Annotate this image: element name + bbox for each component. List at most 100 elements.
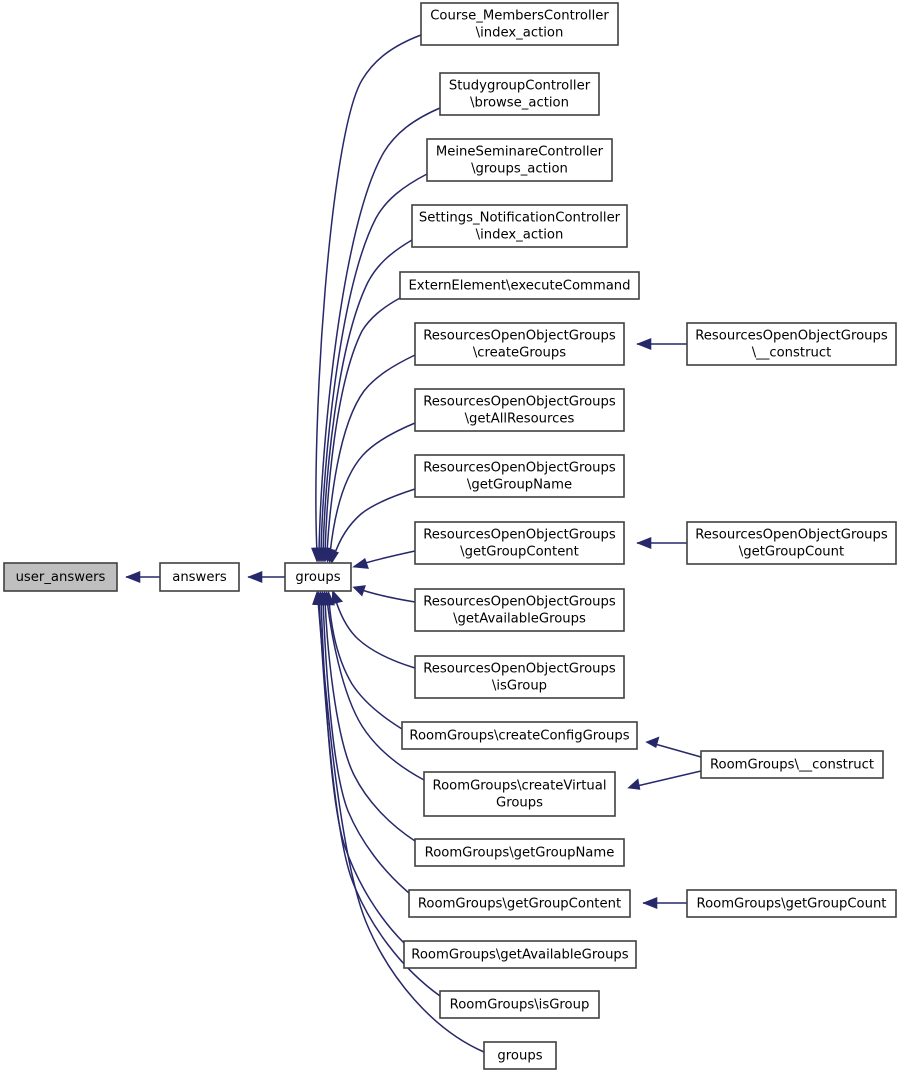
node-rect[interactable] — [414, 454, 625, 498]
edge-roog_get_group_count-to-roog_get_group_content — [636, 537, 687, 549]
edge-line — [654, 743, 702, 758]
node-rect[interactable] — [414, 388, 625, 432]
node-label: RoomGroups\getGroupContent — [418, 897, 621, 912]
node-roog_is_group[interactable]: ResourcesOpenObjectGroups \isGroup — [414, 655, 625, 699]
edge-line — [361, 589, 416, 603]
node-label: RoomGroups\getGroupName — [425, 846, 615, 861]
node-settings_notification_index[interactable]: Settings_NotificationController\index_ac… — [411, 204, 628, 248]
node-label: RoomGroups\isGroup — [450, 998, 590, 1013]
node-rect[interactable] — [686, 322, 897, 366]
node-label: \getGroupName — [467, 478, 572, 493]
node-roog_get_all_resources[interactable]: ResourcesOpenObjectGroups\getAllResource… — [414, 388, 625, 432]
node-rg_is_group[interactable]: RoomGroups\isGroup — [439, 990, 600, 1019]
node-roog_get_group_name[interactable]: ResourcesOpenObjectGroups\getGroupName — [414, 454, 625, 498]
edge-rg_get_group_count-to-rg_get_group_content — [642, 897, 687, 909]
node-label: \__construct — [752, 346, 832, 361]
node-groups_center[interactable]: groups — [284, 562, 352, 592]
node-rect[interactable] — [414, 588, 625, 632]
node-rg_create_config_groups[interactable]: RoomGroups\createConfigGroups — [401, 721, 638, 750]
node-label: \groups_action — [471, 162, 568, 177]
node-rect[interactable] — [414, 521, 625, 565]
edge-line — [334, 597, 416, 669]
node-roog_construct[interactable]: ResourcesOpenObjectGroups\__construct — [686, 322, 897, 366]
node-rg_get_group_content[interactable]: RoomGroups\getGroupContent — [408, 889, 631, 918]
edge-line — [326, 599, 425, 781]
node-rect[interactable] — [423, 771, 616, 817]
edge-line — [333, 488, 416, 557]
node-rect[interactable] — [686, 889, 897, 918]
arrowhead-icon — [642, 897, 658, 909]
node-label: ExternElement\executeCommand — [408, 279, 630, 294]
node-label: Settings_NotificationController — [419, 211, 621, 226]
node-extern_element_execute[interactable]: ExternElement\executeCommand — [399, 271, 640, 300]
node-answers[interactable]: answers — [159, 562, 240, 592]
node-rg_get_available_groups[interactable]: RoomGroups\getAvailableGroups — [403, 940, 637, 969]
node-user_answers[interactable]: user_answers — [3, 562, 118, 592]
node-rect[interactable] — [414, 322, 625, 366]
edge-line — [318, 107, 441, 554]
node-rect[interactable] — [439, 990, 600, 1019]
node-label: StudygroupController — [449, 79, 591, 94]
edge-line — [317, 599, 485, 1053]
edge-rg_get_group_name-to-groups_center — [319, 590, 416, 842]
node-label: groups — [497, 1049, 542, 1064]
node-rect[interactable] — [439, 72, 600, 116]
node-rect[interactable] — [426, 138, 613, 182]
node-rect[interactable] — [411, 204, 628, 248]
node-label: RoomGroups\createVirtual — [433, 779, 607, 794]
node-meine_seminare_groups[interactable]: MeineSeminareController \groups_action — [426, 138, 613, 182]
node-label: MeineSeminareController — [436, 145, 604, 160]
arrowhead-icon — [636, 537, 652, 549]
node-rg_construct[interactable]: RoomGroups\__construct — [700, 750, 884, 779]
edge-settings_notification_index-to-groups_center — [317, 239, 413, 563]
node-roog_get_group_content[interactable]: ResourcesOpenObjectGroups\getGroupConten… — [414, 521, 625, 565]
node-label: \index_action — [476, 26, 564, 41]
arrowhead-icon — [247, 571, 263, 583]
edge-rg_construct-to-rg_create_config_groups — [645, 736, 702, 758]
arrowhead-icon — [327, 549, 339, 565]
edge-line — [328, 599, 403, 730]
edge-roog_get_group_content-to-groups_center — [352, 550, 416, 569]
node-rect[interactable] — [284, 562, 352, 592]
node-rg_get_group_count[interactable]: RoomGroups\getGroupCount — [686, 889, 897, 918]
node-label: ResourcesOpenObjectGroups — [423, 395, 616, 410]
edge-line — [324, 297, 401, 554]
node-groups_leaf[interactable]: groups — [483, 1041, 557, 1070]
node-label: ResourcesOpenObjectGroups — [423, 662, 616, 677]
edge-line — [324, 599, 416, 842]
arrowhead-icon — [636, 338, 652, 350]
node-label: Course_MembersController — [430, 9, 609, 24]
node-rect[interactable] — [414, 655, 625, 699]
node-label: ResourcesOpenObjectGroups — [423, 595, 616, 610]
node-studygroup_browse[interactable]: StudygroupController\browse_action — [439, 72, 600, 116]
node-course_members_index[interactable]: Course_MembersController \index_action — [420, 2, 619, 46]
node-rect[interactable] — [483, 1041, 557, 1070]
node-roog_get_available_groups[interactable]: ResourcesOpenObjectGroups\getAvailableGr… — [414, 588, 625, 632]
arrowhead-icon — [352, 585, 366, 597]
edge-rg_get_available_groups-to-groups_center — [315, 590, 405, 944]
node-rect[interactable] — [159, 562, 240, 592]
node-label: user_answers — [16, 570, 106, 585]
node-label: \isGroup — [492, 679, 547, 694]
arrowhead-icon — [312, 590, 324, 606]
node-rect[interactable] — [414, 838, 625, 867]
node-rect[interactable] — [700, 750, 884, 779]
node-label: RoomGroups\getGroupCount — [697, 897, 887, 912]
node-rect[interactable] — [3, 562, 118, 592]
node-roog_get_group_count[interactable]: ResourcesOpenObjectGroups\getGroupCount — [686, 521, 897, 565]
node-rect[interactable] — [401, 721, 638, 750]
edge-roog_get_all_resources-to-groups_center — [324, 422, 416, 564]
node-rg_get_group_name[interactable]: RoomGroups\getGroupName — [414, 838, 625, 867]
node-rect[interactable] — [420, 2, 619, 46]
node-rect[interactable] — [408, 889, 631, 918]
node-layer: user_answers answers groups Course_MembersC… — [3, 2, 897, 1070]
node-rect[interactable] — [686, 521, 897, 565]
node-rect[interactable] — [399, 271, 640, 300]
node-label: ResourcesOpenObjectGroups — [423, 329, 616, 344]
node-roog_create_groups[interactable]: ResourcesOpenObjectGroups\createGroups — [414, 322, 625, 366]
edge-groups_leaf-to-groups_center — [312, 590, 485, 1053]
node-rect[interactable] — [403, 940, 637, 969]
edge-rg_construct-to-rg_create_virtual_groups — [627, 770, 702, 790]
